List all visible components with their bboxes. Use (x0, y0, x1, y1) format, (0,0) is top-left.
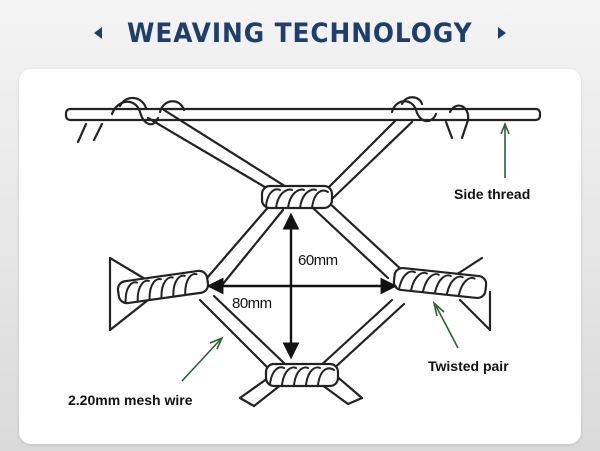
twisted-pair-callout-arrow (432, 300, 459, 349)
arrow-left-icon (94, 27, 103, 39)
side-thread-wraps (76, 96, 470, 144)
side-thread-bar (64, 107, 542, 122)
mesh-wires (108, 108, 492, 408)
twist-left (116, 269, 210, 305)
twist-right (392, 266, 488, 300)
side-thread-callout-arrow (500, 121, 510, 178)
header: WEAVING TECHNOLOGY (0, 0, 600, 66)
width-dimension-label: 80mm (232, 295, 272, 312)
mesh-wire-label: 2.20mm mesh wire (68, 392, 193, 408)
twist-bottom (264, 362, 340, 388)
twist-top (260, 184, 334, 210)
twisted-pair-label: Twisted pair (428, 358, 509, 374)
side-thread-label: Side thread (454, 186, 531, 202)
page-title: WEAVING TECHNOLOGY (127, 17, 473, 49)
arrow-right-icon (497, 27, 506, 39)
mesh-wire-callout-arrow (181, 336, 224, 382)
height-dimension-label: 60mm (298, 252, 338, 269)
